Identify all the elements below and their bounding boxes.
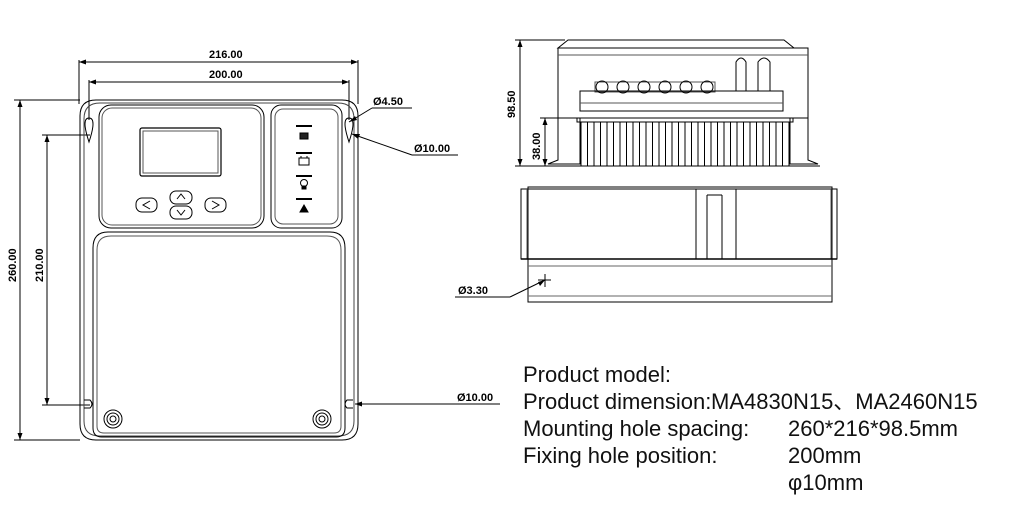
warning-icon [299,203,309,213]
nav-button-right[interactable] [204,197,227,213]
dim-hole-spacing-width: 200.00 [209,69,243,81]
spec-value: 200mm [788,443,862,468]
spec-value: 260*216*98.5mm [788,416,959,441]
front-dimension-lines [14,60,359,441]
down-arrow-icon [176,209,186,216]
terminal-block [594,80,716,94]
nav-button-up[interactable] [169,190,193,205]
bottom-view [455,186,838,303]
nav-button-left[interactable] [135,197,158,213]
dim-bottom-hole: Ø3.30 [458,285,488,297]
right-arrow-icon [211,200,221,210]
spec-label: Product model: [523,362,671,387]
front-housing [79,99,359,441]
spec-label: Mounting hole spacing: [523,416,750,441]
spec-label: Product dimension: [523,389,712,414]
spec-label: Fixing hole position: [523,443,718,468]
dim-side-height: 98.50 [506,90,518,118]
front-leader-lines [348,107,500,405]
spec-row-dimension: Product dimension: 260*216*98.5mm [523,361,958,441]
side-view [515,39,820,167]
dim-overall-width: 216.00 [209,49,243,61]
spec-row-model: Product model: MA4830N15、MA2460N15 [523,334,978,414]
spec-row-fixing-hole: Fixing hole position: φ10mm [523,415,863,495]
dim-overall-height: 260.00 [7,248,19,282]
screw-bottom-left [103,409,123,429]
product-specs: Product model: MA4830N15、MA2460N15 Produ… [523,334,978,495]
dimension-labels: 216.00 200.00 260.00 210.00 Ø4.50 Ø10.00… [7,49,543,404]
spec-value: MA4830N15、MA2460N15 [711,389,978,414]
up-arrow-icon [176,193,186,200]
dim-hole-spacing-height: 210.00 [34,248,46,282]
bulb-icon [300,179,308,190]
spec-value: φ10mm [788,470,864,495]
nav-button-down[interactable] [169,205,193,220]
heatsink-fins [580,122,790,166]
solar-panel-icon [299,132,309,140]
battery-icon [298,156,310,166]
dim-hole-top-right: Ø10.00 [414,143,450,155]
dim-heatsink-height: 38.00 [531,132,543,160]
technical-drawing: 216.00 200.00 260.00 210.00 Ø4.50 Ø10.00… [7,39,838,441]
dim-hole-small: Ø4.50 [373,96,403,108]
display-panel [98,104,265,229]
lower-cover [92,231,346,438]
dim-hole-bottom-right: Ø10.00 [457,392,493,404]
front-dimension-arrows [17,59,358,440]
screw-bottom-right [312,409,332,429]
left-arrow-icon [141,200,151,210]
indicator-panel [270,104,343,229]
spec-row-hole-spacing: Mounting hole spacing: 200mm [523,388,861,468]
